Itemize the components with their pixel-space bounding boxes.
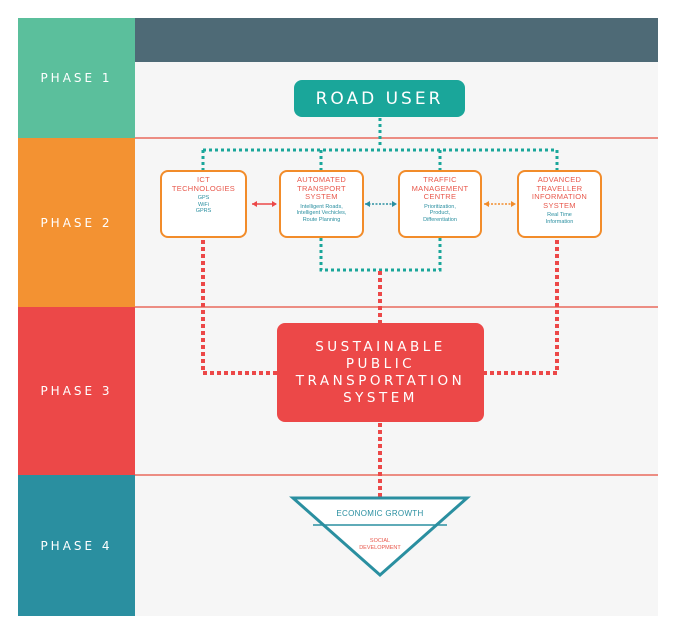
sub-line: Information: [545, 218, 574, 225]
title-line: INFORMATION: [531, 192, 588, 201]
box-subtitle: Real Time Information: [519, 212, 600, 225]
phase-3-label: PHASE 3: [40, 384, 113, 398]
box-title: ICT TECHNOLOGIES: [162, 175, 245, 193]
road-user-node: ROAD USER: [294, 80, 465, 117]
phase-2-label: PHASE 2: [40, 215, 113, 230]
box-traffic-management-centre: TRAFFIC MANAGEMENT CENTRE Prioritization…: [398, 170, 482, 238]
sps-line: SYSTEM: [343, 389, 418, 406]
ict-to-sps-connector: [201, 240, 277, 375]
sub-line: WiFi: [198, 201, 209, 208]
title-line: TRANSPORT: [297, 183, 346, 193]
sub-line: Intelligent Vechicles,: [296, 210, 347, 216]
atis-to-sps-connector: [484, 240, 559, 375]
title-line: TRAFFIC: [423, 175, 457, 184]
title-line: ADVANCED: [537, 175, 582, 184]
title-line: SYSTEM: [305, 192, 338, 201]
arrow-ats-tmc: [365, 201, 397, 207]
sub-line: Route Planning: [302, 216, 341, 223]
phase-divider-3: [135, 474, 658, 476]
box-subtitle: Intelligent Roads, Intelligent Vechicles…: [281, 204, 362, 224]
sps-line: PUBLIC: [345, 355, 416, 372]
phase-3-band: PHASE 3: [18, 307, 135, 475]
sub-line: GPS: [197, 195, 210, 201]
arrow-tmc-atis: [484, 201, 516, 207]
phase-1-band: PHASE 1: [18, 18, 135, 138]
sub-line: Prioritization,: [424, 203, 456, 210]
title-line: MANAGEMENT: [411, 183, 469, 193]
social-line: SOCIAL: [369, 538, 391, 544]
box-subtitle: GPS WiFi GPRS: [162, 195, 245, 215]
title-line: ICT: [197, 175, 210, 184]
economic-triangle: [289, 496, 471, 578]
title-line: TRAVELLER: [536, 183, 583, 193]
sps-line: TRANSPORTATION: [295, 372, 466, 389]
social-line: DEVELOPMENT: [359, 545, 401, 551]
arrow-ict-ats: [252, 201, 277, 207]
box-title: TRAFFIC MANAGEMENT CENTRE: [400, 175, 480, 202]
phase2-bottom-connector: [319, 238, 442, 272]
phase-4-label: PHASE 4: [40, 538, 113, 553]
economic-growth-label: ECONOMIC GROWTH: [336, 509, 424, 518]
phase-divider-1: [135, 137, 658, 139]
title-line: TECHNOLOGIES: [171, 183, 236, 193]
sub-line: Differentiation: [423, 216, 457, 223]
box-subtitle: Prioritization, Product, Differentiation: [400, 204, 480, 224]
phase2-top-connector: [201, 148, 559, 170]
box-title: AUTOMATED TRANSPORT SYSTEM: [281, 175, 362, 202]
box-title: ADVANCED TRAVELLER INFORMATION SYSTEM: [519, 175, 600, 210]
box-ict-technologies: ICT TECHNOLOGIES GPS WiFi GPRS: [160, 170, 247, 238]
box-advanced-traveller-information-system: ADVANCED TRAVELLER INFORMATION SYSTEM Re…: [517, 170, 602, 238]
header-bar: [135, 18, 658, 62]
social-development-label: SOCIAL DEVELOPMENT: [330, 538, 430, 552]
phase-1-label: PHASE 1: [40, 71, 113, 85]
sub-line: Real Time: [547, 212, 572, 218]
sustainable-transport-node: SUSTAINABLE PUBLIC TRANSPORTATION SYSTEM: [277, 323, 484, 422]
box-automated-transport-system: AUTOMATED TRANSPORT SYSTEM Intelligent R…: [279, 170, 364, 238]
phase-divider-2: [135, 306, 658, 308]
sps-line: SUSTAINABLE: [315, 338, 446, 355]
phase-4-band: PHASE 4: [18, 475, 135, 616]
sub-line: Intelligent Roads,: [300, 203, 343, 210]
title-line: SYSTEM: [543, 200, 576, 210]
title-line: CENTRE: [423, 192, 457, 201]
phase-2-band: PHASE 2: [18, 138, 135, 307]
sub-line: GPRS: [195, 208, 212, 214]
title-line: AUTOMATED: [296, 175, 347, 184]
sub-line: Product,: [429, 210, 451, 216]
